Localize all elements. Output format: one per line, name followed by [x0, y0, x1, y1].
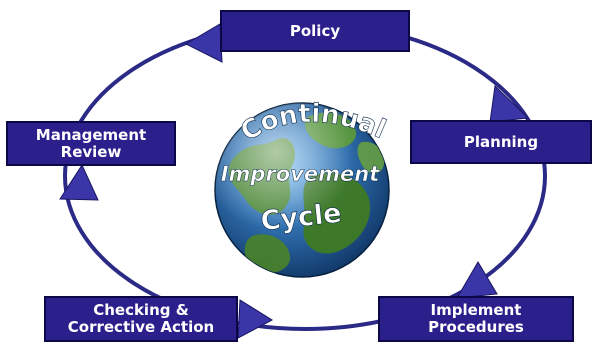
stage-review-label: Management Review [35, 125, 147, 161]
arrow-planning-to-implement [456, 261, 498, 299]
stage-management-review: Management Review [6, 121, 176, 166]
arrow-implement-to-checking [237, 299, 274, 339]
arrow-checking-to-review [59, 163, 99, 201]
stage-checking-corrective-action: Checking & Corrective Action [44, 296, 238, 342]
stage-policy: Policy [220, 10, 410, 52]
stage-implement-procedures: Implement Procedures [378, 296, 574, 342]
stage-planning-label: Planning [463, 132, 539, 151]
globe-icon [214, 102, 390, 278]
stage-planning: Planning [410, 120, 592, 164]
stage-checking-label: Checking & Corrective Action [67, 301, 215, 336]
arrow-policy-to-planning [489, 84, 530, 123]
stage-implement-label: Implement Procedures [428, 301, 524, 336]
arrow-review-to-policy [184, 23, 223, 63]
stage-policy-label: Policy [289, 21, 341, 40]
